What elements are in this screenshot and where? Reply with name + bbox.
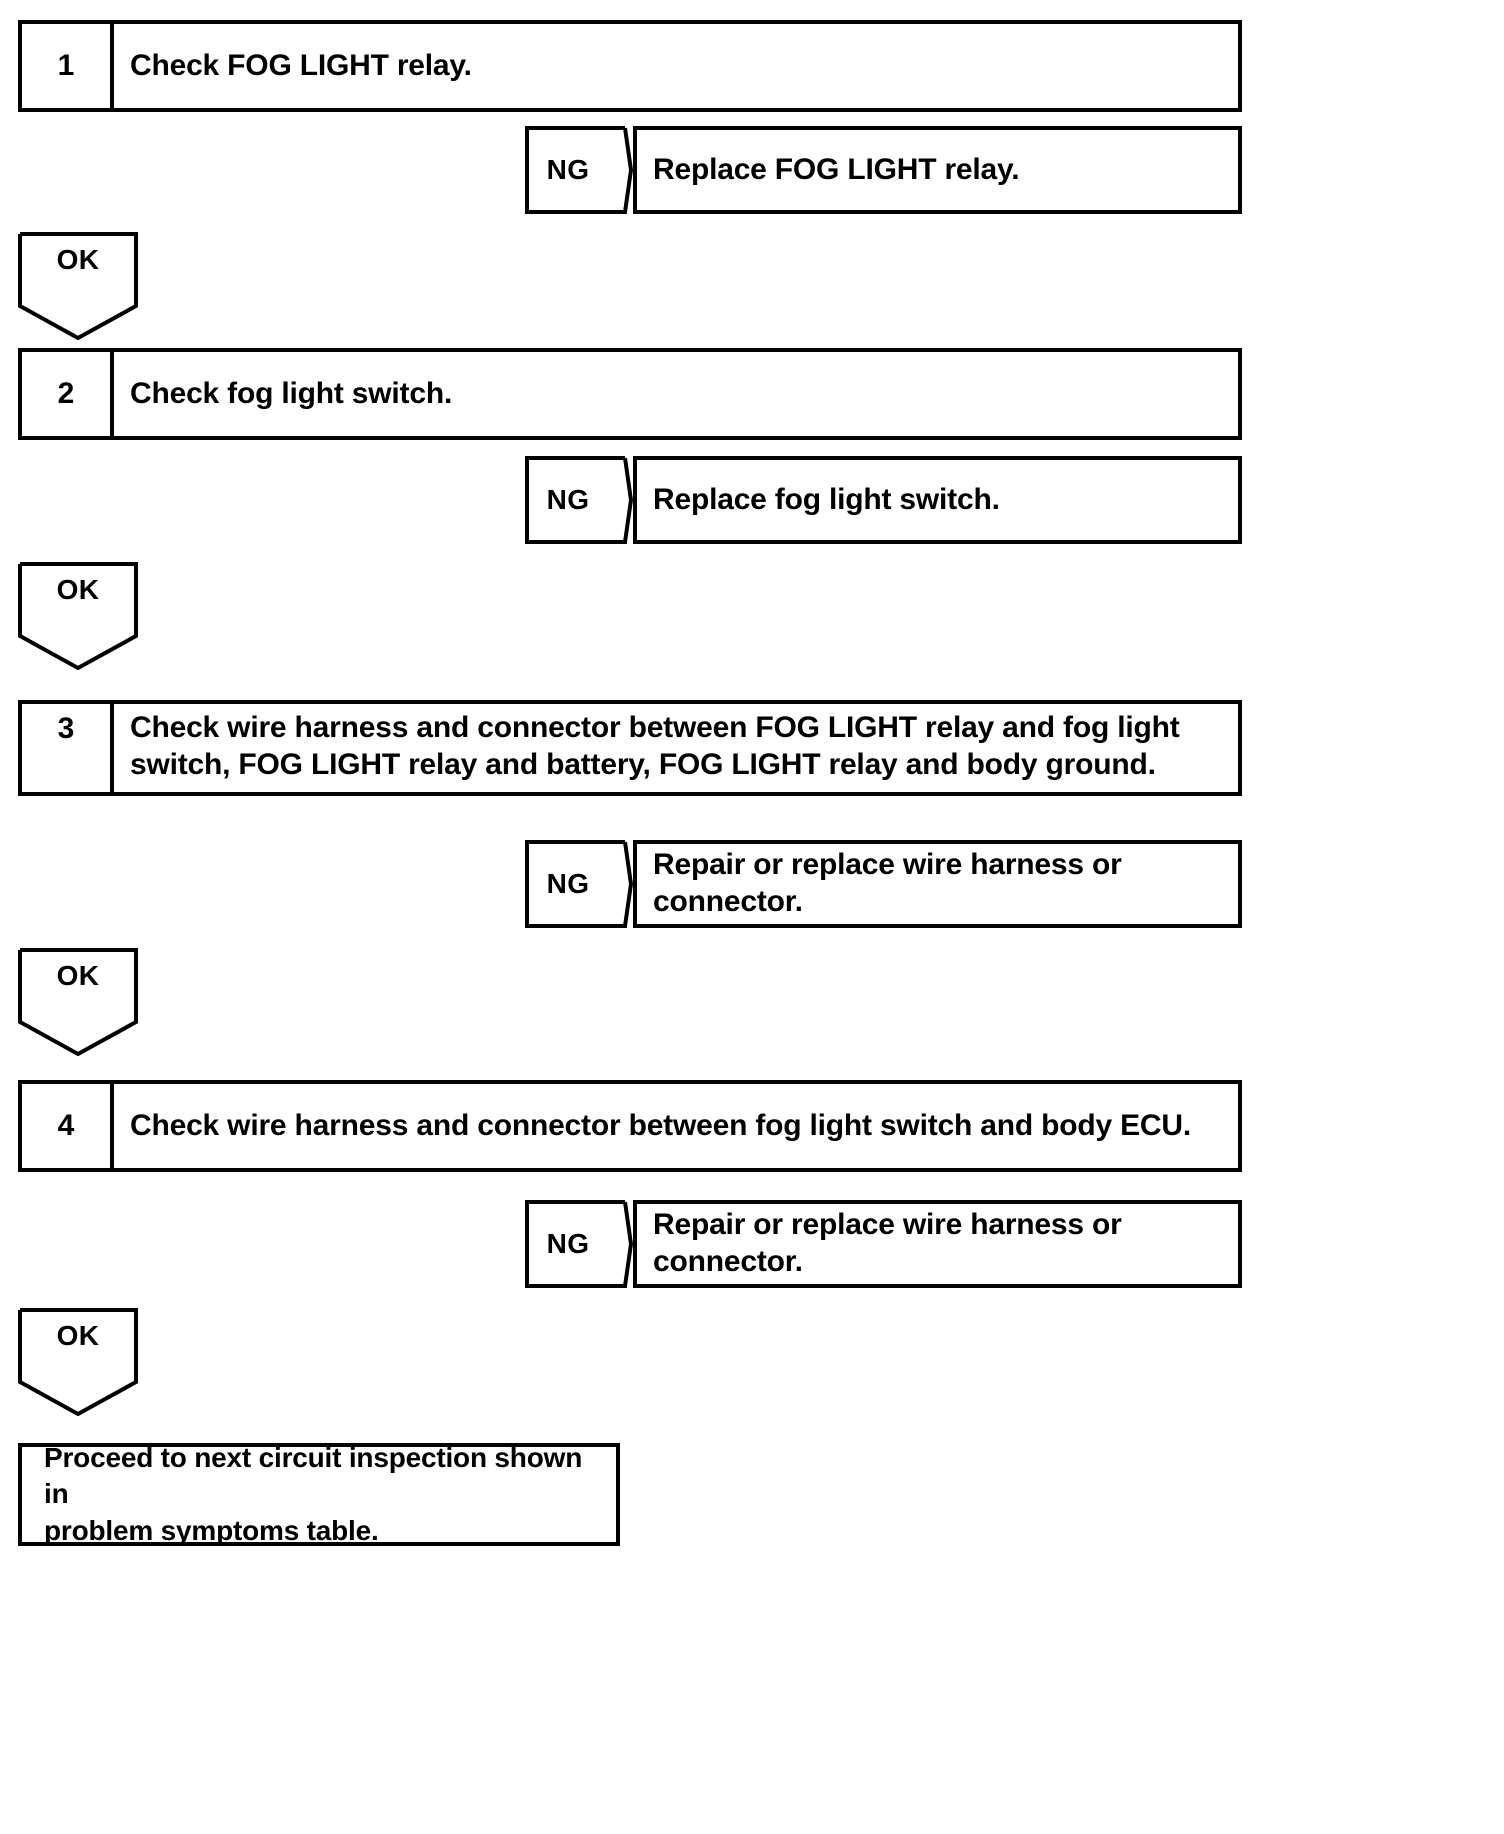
step-row-2: 2 Check fog light switch. xyxy=(18,348,1242,440)
step-text-cell-2: Check fog light switch. xyxy=(114,352,1238,436)
ng-result-box-4: Repair or replace wire harness or connec… xyxy=(633,1200,1242,1288)
ng-branch-1: NG Replace FOG LIGHT relay. xyxy=(525,126,1242,214)
step-text-cell-3: Check wire harness and connector between… xyxy=(114,704,1238,792)
ok-pentagon-4: OK xyxy=(18,1308,138,1416)
final-terminal-text: Proceed to next circuit inspection shown… xyxy=(44,1441,583,1546)
ng-label-2: NG xyxy=(546,484,590,515)
ok-label-4: OK xyxy=(56,1320,100,1351)
ng-label-3: NG xyxy=(546,868,590,899)
step-label-3: Check wire harness and connector between… xyxy=(130,711,1180,781)
step-text-cell-1: Check FOG LIGHT relay. xyxy=(114,24,1238,108)
ng-pentagon-2: NG xyxy=(525,456,633,544)
final-terminal-box: Proceed to next circuit inspection shown… xyxy=(18,1441,620,1546)
ok-label-1: OK xyxy=(56,244,100,275)
ng-result-text-3: Repair or replace wire harness or connec… xyxy=(653,848,1122,918)
ok-label-2: OK xyxy=(56,574,100,605)
ng-label-1: NG xyxy=(546,154,590,185)
ng-result-text-4: Repair or replace wire harness or connec… xyxy=(653,1208,1122,1278)
ng-result-box-2: Replace fog light switch. xyxy=(633,456,1242,544)
step-label-4: Check wire harness and connector between… xyxy=(130,1108,1191,1142)
step-label-1: Check FOG LIGHT relay. xyxy=(130,48,472,82)
ok-pentagon-1: OK xyxy=(18,232,138,340)
ng-pentagon-3: NG xyxy=(525,840,633,928)
ng-result-text-2: Replace fog light switch. xyxy=(653,482,1000,516)
ng-result-box-1: Replace FOG LIGHT relay. xyxy=(633,126,1242,214)
ng-pentagon-1: NG xyxy=(525,126,633,214)
ok-pentagon-2: OK xyxy=(18,562,138,670)
step-row-1: 1 Check FOG LIGHT relay. xyxy=(18,20,1242,112)
step-number-2: 2 xyxy=(22,352,114,436)
ng-pentagon-4: NG xyxy=(525,1200,633,1288)
step-text-cell-4: Check wire harness and connector between… xyxy=(114,1084,1238,1168)
step-number-4: 4 xyxy=(22,1084,114,1168)
ng-label-4: NG xyxy=(546,1228,590,1259)
ok-label-3: OK xyxy=(56,960,100,991)
step-row-3: 3 Check wire harness and connector betwe… xyxy=(18,700,1242,796)
ok-pentagon-3: OK xyxy=(18,948,138,1056)
step-number-3: 3 xyxy=(22,704,114,792)
ng-branch-2: NG Replace fog light switch. xyxy=(525,456,1242,544)
ng-branch-3: NG Repair or replace wire harness or con… xyxy=(525,840,1242,928)
ng-branch-4: NG Repair or replace wire harness or con… xyxy=(525,1200,1242,1288)
step-label-2: Check fog light switch. xyxy=(130,376,453,410)
step-row-4: 4 Check wire harness and connector betwe… xyxy=(18,1080,1242,1172)
ng-result-text-1: Replace FOG LIGHT relay. xyxy=(653,152,1020,186)
step-number-1: 1 xyxy=(22,24,114,108)
ng-result-box-3: Repair or replace wire harness or connec… xyxy=(633,840,1242,928)
